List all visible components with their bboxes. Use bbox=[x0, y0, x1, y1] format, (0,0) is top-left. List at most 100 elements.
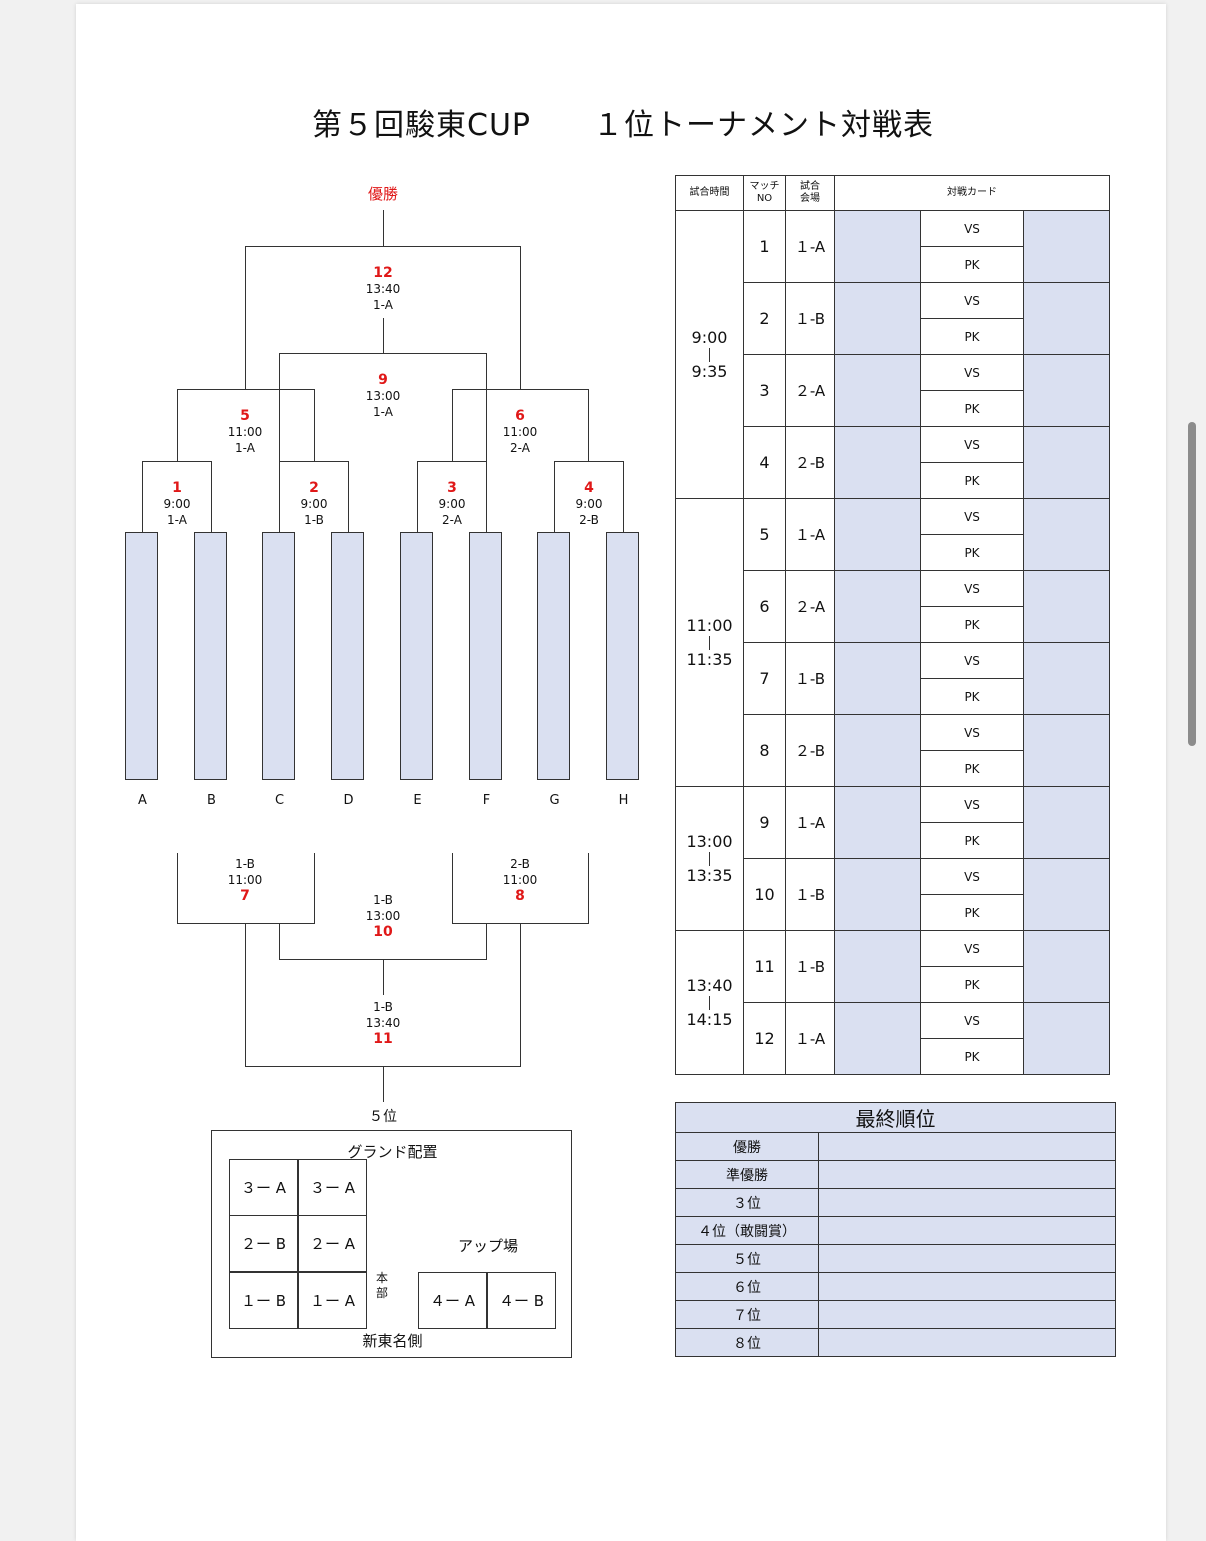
team-away-cell[interactable] bbox=[1023, 282, 1110, 355]
schedule-row: PK bbox=[676, 894, 1110, 931]
match-11-label: 1-B 13:40 11 bbox=[365, 1000, 401, 1047]
team-letter-c: C bbox=[274, 793, 285, 808]
pk-label: PK bbox=[920, 750, 1024, 787]
ground-title: グランド配置 bbox=[347, 1143, 438, 1161]
team-away-cell[interactable] bbox=[1023, 714, 1110, 787]
match-no: 4 bbox=[743, 426, 786, 499]
rank-label: ４位（敢闘賞） bbox=[675, 1216, 819, 1245]
rank-team-cell[interactable] bbox=[818, 1328, 1116, 1357]
team-slot-d[interactable] bbox=[331, 532, 364, 780]
team-slot-f[interactable] bbox=[469, 532, 502, 780]
team-slot-e[interactable] bbox=[400, 532, 433, 780]
team-home-cell[interactable] bbox=[834, 354, 921, 427]
team-letter-g: G bbox=[549, 793, 560, 808]
pk-label: PK bbox=[920, 894, 1024, 931]
rank-team-cell[interactable] bbox=[818, 1160, 1116, 1189]
rank-team-cell[interactable] bbox=[818, 1188, 1116, 1217]
final-standings-title: 最終順位 bbox=[675, 1102, 1116, 1133]
vs-label: VS bbox=[920, 642, 1024, 679]
team-away-cell[interactable] bbox=[1023, 930, 1110, 1003]
team-home-cell[interactable] bbox=[834, 570, 921, 643]
schedule-row: PK bbox=[676, 318, 1110, 355]
vs-label: VS bbox=[920, 714, 1024, 751]
team-slot-g[interactable] bbox=[537, 532, 570, 780]
rank-team-cell[interactable] bbox=[818, 1272, 1116, 1301]
team-slot-b[interactable] bbox=[194, 532, 227, 780]
match-court: １-B bbox=[785, 858, 835, 931]
team-home-cell[interactable] bbox=[834, 714, 921, 787]
vs-label: VS bbox=[920, 570, 1024, 607]
scrollbar[interactable] bbox=[1188, 422, 1196, 746]
match-court: ２-A bbox=[785, 354, 835, 427]
match-court: １-A bbox=[785, 210, 835, 283]
slot-start: 9:00 bbox=[691, 327, 728, 347]
schedule-row: PK bbox=[676, 822, 1110, 859]
pk-label: PK bbox=[920, 462, 1024, 499]
team-home-cell[interactable] bbox=[834, 786, 921, 859]
team-slot-h[interactable] bbox=[606, 532, 639, 780]
match-court: １-B bbox=[785, 642, 835, 715]
standing-row: 優勝 bbox=[675, 1132, 1116, 1161]
rank-label: ５位 bbox=[675, 1244, 819, 1273]
slot-start: 13:00 bbox=[686, 831, 733, 851]
vs-label: VS bbox=[920, 498, 1024, 535]
warmup-title: アップ場 bbox=[457, 1237, 518, 1255]
schedule-row: PK bbox=[676, 246, 1110, 283]
match-5-label: 5 11:00 1-A bbox=[227, 408, 263, 455]
team-away-cell[interactable] bbox=[1023, 570, 1110, 643]
match-court: １-A bbox=[785, 786, 835, 859]
team-away-cell[interactable] bbox=[1023, 210, 1110, 283]
slot-end: 13:35 bbox=[686, 865, 733, 885]
team-home-cell[interactable] bbox=[834, 858, 921, 931]
rank-team-cell[interactable] bbox=[818, 1216, 1116, 1245]
slot-sep bbox=[709, 995, 710, 1010]
slot-sep bbox=[709, 851, 710, 866]
team-home-cell[interactable] bbox=[834, 498, 921, 571]
field-1b: １ー B bbox=[229, 1272, 298, 1329]
team-away-cell[interactable] bbox=[1023, 858, 1110, 931]
match-no: 12 bbox=[743, 1002, 786, 1075]
match-12-label: 12 13:40 1-A bbox=[365, 265, 401, 312]
team-away-cell[interactable] bbox=[1023, 354, 1110, 427]
team-slot-c[interactable] bbox=[262, 532, 295, 780]
team-slot-a[interactable] bbox=[125, 532, 158, 780]
rank-label: ７位 bbox=[675, 1300, 819, 1329]
team-away-cell[interactable] bbox=[1023, 642, 1110, 715]
team-away-cell[interactable] bbox=[1023, 786, 1110, 859]
vs-label: VS bbox=[920, 786, 1024, 823]
vs-label: VS bbox=[920, 426, 1024, 463]
time-slot: 13:00 13:35 bbox=[675, 786, 744, 931]
team-letter-b: B bbox=[207, 793, 216, 808]
team-home-cell[interactable] bbox=[834, 426, 921, 499]
team-home-cell[interactable] bbox=[834, 1002, 921, 1075]
team-home-cell[interactable] bbox=[834, 642, 921, 715]
standing-row: ４位（敢闘賞） bbox=[675, 1216, 1116, 1245]
slot-end: 11:35 bbox=[686, 649, 733, 669]
page-title: 第５回駿東CUP １位トーナメント対戦表 bbox=[312, 108, 934, 143]
team-away-cell[interactable] bbox=[1023, 498, 1110, 571]
rank-team-cell[interactable] bbox=[818, 1244, 1116, 1273]
slot-sep bbox=[709, 635, 710, 650]
pk-label: PK bbox=[920, 1038, 1024, 1075]
rank-team-cell[interactable] bbox=[818, 1132, 1116, 1161]
warmup-4a: ４ー A bbox=[418, 1272, 487, 1329]
champion-label: 優勝 bbox=[367, 185, 398, 203]
team-home-cell[interactable] bbox=[834, 282, 921, 355]
match-6-label: 6 11:00 2-A bbox=[502, 408, 538, 455]
team-away-cell[interactable] bbox=[1023, 1002, 1110, 1075]
team-away-cell[interactable] bbox=[1023, 426, 1110, 499]
field-3a-right: ３ー A bbox=[298, 1159, 367, 1216]
match-no: 10 bbox=[743, 858, 786, 931]
match-4-label: 4 9:00 2-B bbox=[575, 480, 603, 527]
team-home-cell[interactable] bbox=[834, 930, 921, 1003]
slot-end: 9:35 bbox=[691, 361, 728, 381]
vs-label: VS bbox=[920, 210, 1024, 247]
rank-team-cell[interactable] bbox=[818, 1300, 1116, 1329]
team-home-cell[interactable] bbox=[834, 210, 921, 283]
